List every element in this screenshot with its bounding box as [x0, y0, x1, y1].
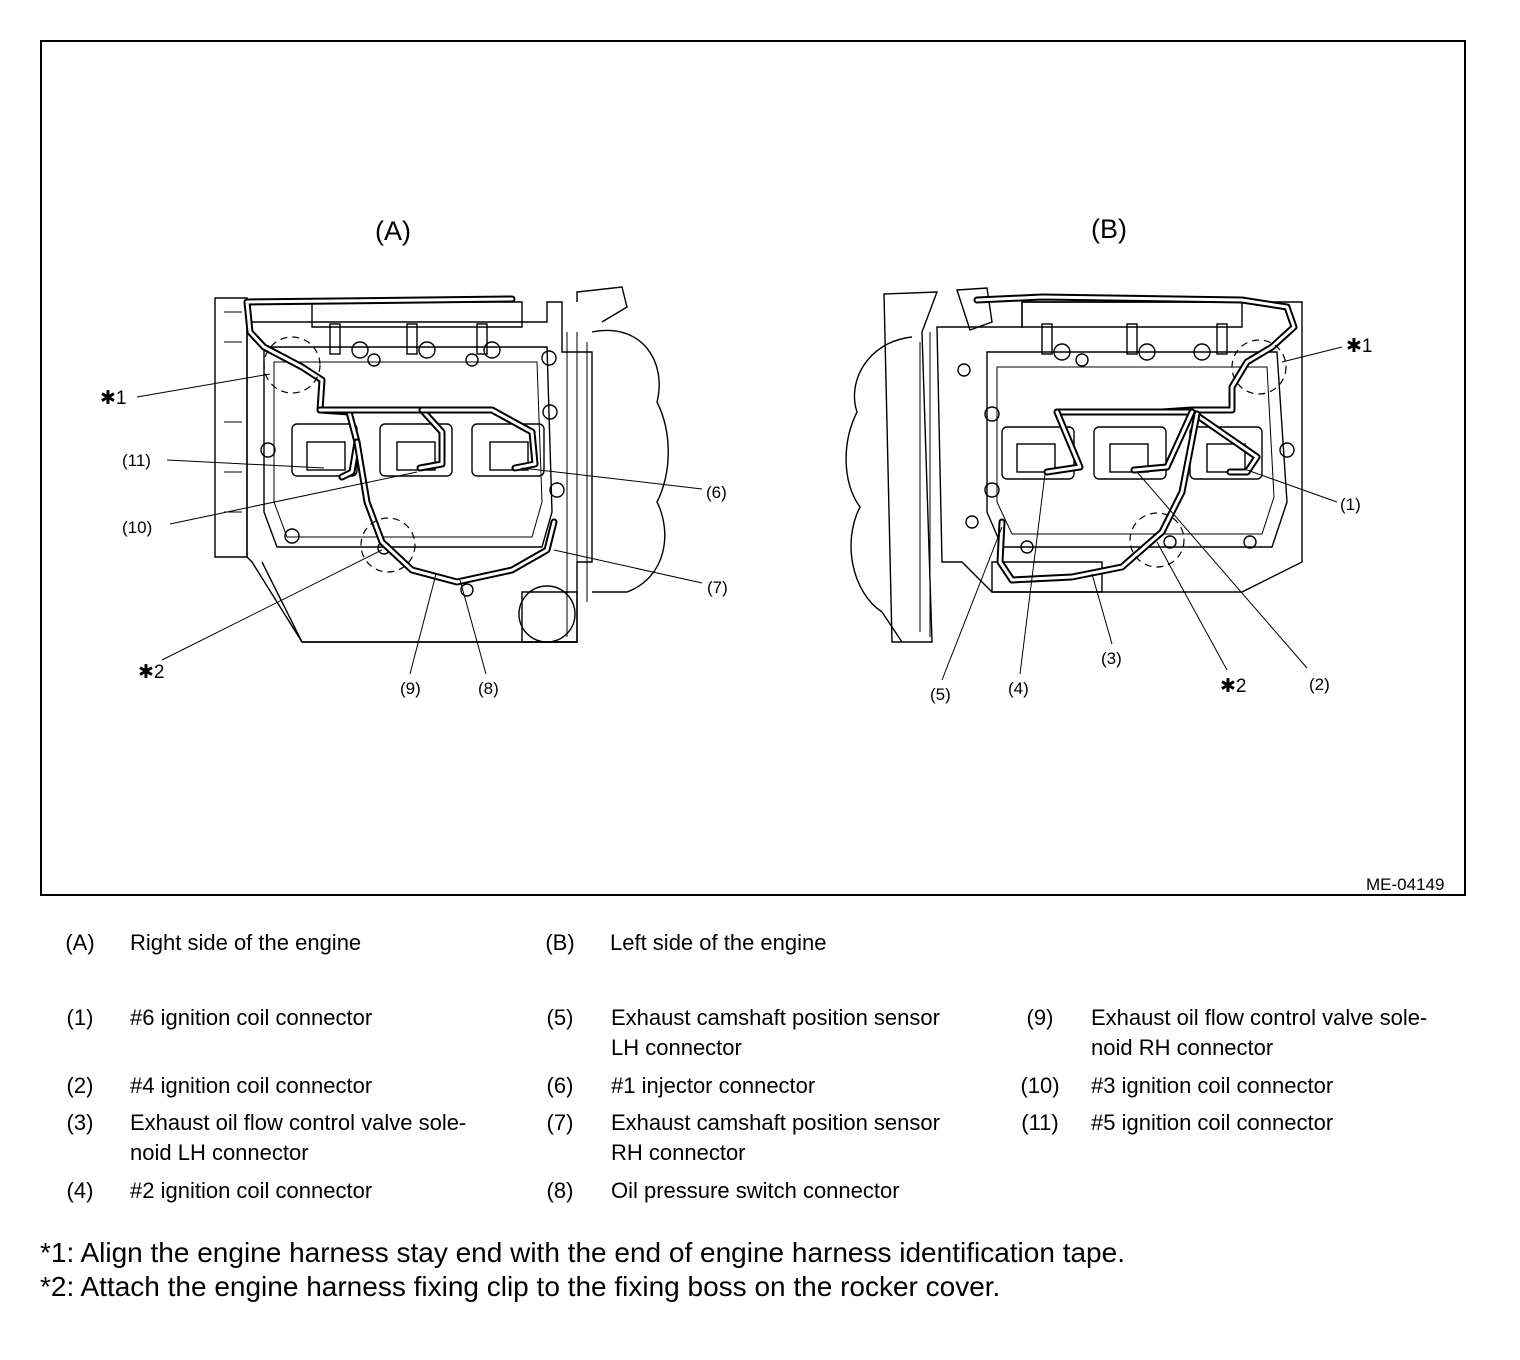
engine-diagram-svg: (A) (B) ✱1 (11) (10) (6) (7) ✱2 (9) (8) … [100, 214, 1444, 894]
legend-num: (1) [66, 1005, 94, 1030]
legend-num: (4) [66, 1178, 94, 1203]
legend-text-line2: noid RH connector [1091, 1035, 1274, 1060]
legend-text: Exhaust camshaft position sensor [611, 1005, 940, 1030]
note-1: *1: Align the engine harness stay end wi… [40, 1237, 1125, 1268]
legend-text: Left side of the engine [610, 930, 827, 955]
view-a-engine-drawing [214, 286, 669, 643]
legend-text: #4 ignition coil connector [130, 1073, 373, 1098]
callout-b-3: (3) [1101, 649, 1122, 668]
legend-num: (5) [546, 1005, 574, 1030]
note-2: *2: Attach the engine harness fixing cli… [40, 1271, 1001, 1302]
callout-a-star1: ✱1 [100, 388, 127, 409]
legend-text-line2: LH connector [611, 1035, 742, 1060]
legend-num: (10) [1020, 1073, 1060, 1098]
callout-b-2: (2) [1309, 675, 1330, 694]
view-a-title: (A) [375, 216, 411, 246]
callout-b-star2: ✱2 [1220, 676, 1247, 697]
legend-text-line2: noid LH connector [130, 1140, 309, 1165]
legend-text: Exhaust oil flow control valve sole- [1091, 1005, 1428, 1030]
callout-a-10: (10) [122, 518, 152, 537]
legend-text: #6 ignition coil connector [130, 1005, 373, 1030]
legend-text-line2: RH connector [611, 1140, 746, 1165]
callout-b-1: (1) [1340, 495, 1361, 514]
view-a-leader-lines [136, 373, 703, 675]
legend-text: Oil pressure switch connector [611, 1178, 900, 1203]
figure-labels: (A) (B) ✱1 (11) (10) (6) (7) ✱2 (9) (8) … [100, 214, 1444, 894]
legend-text: Right side of the engine [130, 930, 362, 955]
view-b-title: (B) [1091, 214, 1127, 244]
figure-code: ME-04149 [1366, 875, 1444, 894]
callout-a-8: (8) [478, 679, 499, 698]
legend-num: (11) [1021, 1110, 1059, 1135]
legend-text: Exhaust oil flow control valve sole- [130, 1110, 467, 1135]
callout-a-7: (7) [707, 578, 728, 597]
legend-text: #2 ignition coil connector [130, 1178, 373, 1203]
callout-a-9: (9) [400, 679, 421, 698]
legend-num: (A) [65, 930, 95, 955]
legend-text: #5 ignition coil connector [1091, 1110, 1334, 1135]
callout-a-star2: ✱2 [138, 662, 165, 683]
view-b-engine-drawing [845, 287, 1303, 643]
legend-text: #1 injector connector [611, 1073, 816, 1098]
callout-a-6: (6) [706, 483, 727, 502]
legend-num: (3) [66, 1110, 94, 1135]
legend-num: (7) [546, 1110, 574, 1135]
legend-num: (9) [1026, 1005, 1054, 1030]
legend-num: (6) [546, 1073, 574, 1098]
legend-text: #3 ignition coil connector [1091, 1073, 1334, 1098]
callout-a-11: (11) [122, 451, 151, 470]
engine-harness-figure: (A) (B) ✱1 (11) (10) (6) (7) ✱2 (9) (8) … [40, 40, 1466, 896]
legend-text: Exhaust camshaft position sensor [611, 1110, 940, 1135]
callout-b-4: (4) [1008, 679, 1029, 698]
legend-num: (2) [66, 1073, 94, 1098]
callout-b-5: (5) [930, 685, 951, 704]
callout-b-star1: ✱1 [1346, 336, 1373, 357]
legend-num: (B) [545, 930, 575, 955]
view-b-leader-lines [941, 346, 1343, 681]
legend-num: (8) [546, 1178, 574, 1203]
